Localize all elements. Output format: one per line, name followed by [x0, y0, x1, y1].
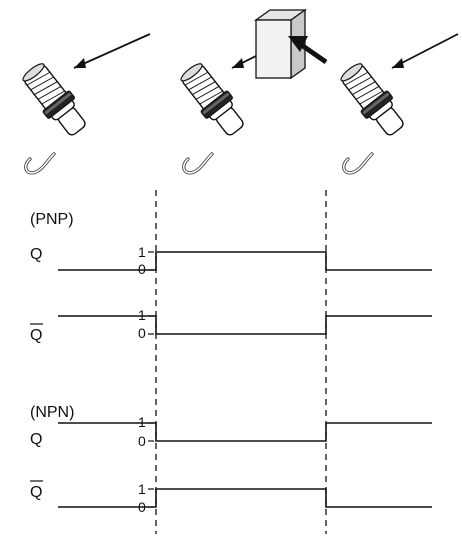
signal-label-npn-q-bar: Q: [30, 484, 42, 501]
signal-label-pnp-q-bar: Q: [30, 327, 42, 344]
approach-arrow-icon: [288, 36, 328, 65]
waveform-npn-q: [58, 422, 432, 442]
sensor-detecting-middle-illustration: [174, 49, 269, 175]
level-low-label: 0: [138, 261, 146, 277]
level-high-label: 1: [138, 244, 146, 260]
level-low-label: 0: [138, 433, 146, 449]
level-high-label: 1: [138, 481, 146, 497]
target-block-illustration: [253, 8, 308, 80]
sensor-idle-right-illustration: [334, 33, 459, 175]
level-high-label: 1: [138, 414, 146, 430]
level-high-label: 1: [138, 307, 146, 323]
group-label-npn: (NPN): [30, 404, 74, 421]
waveform-npn-q-bar: [58, 488, 432, 508]
waveform-pnp-q: [58, 251, 432, 271]
level-low-label: 0: [138, 325, 146, 341]
sensor-idle-left-illustration: [16, 33, 151, 175]
group-label-pnp: (PNP): [30, 211, 74, 228]
waveform-pnp-q-bar: [58, 315, 432, 335]
signal-label-npn-q: Q: [30, 431, 42, 448]
signal-label-pnp-q: Q: [30, 246, 42, 263]
